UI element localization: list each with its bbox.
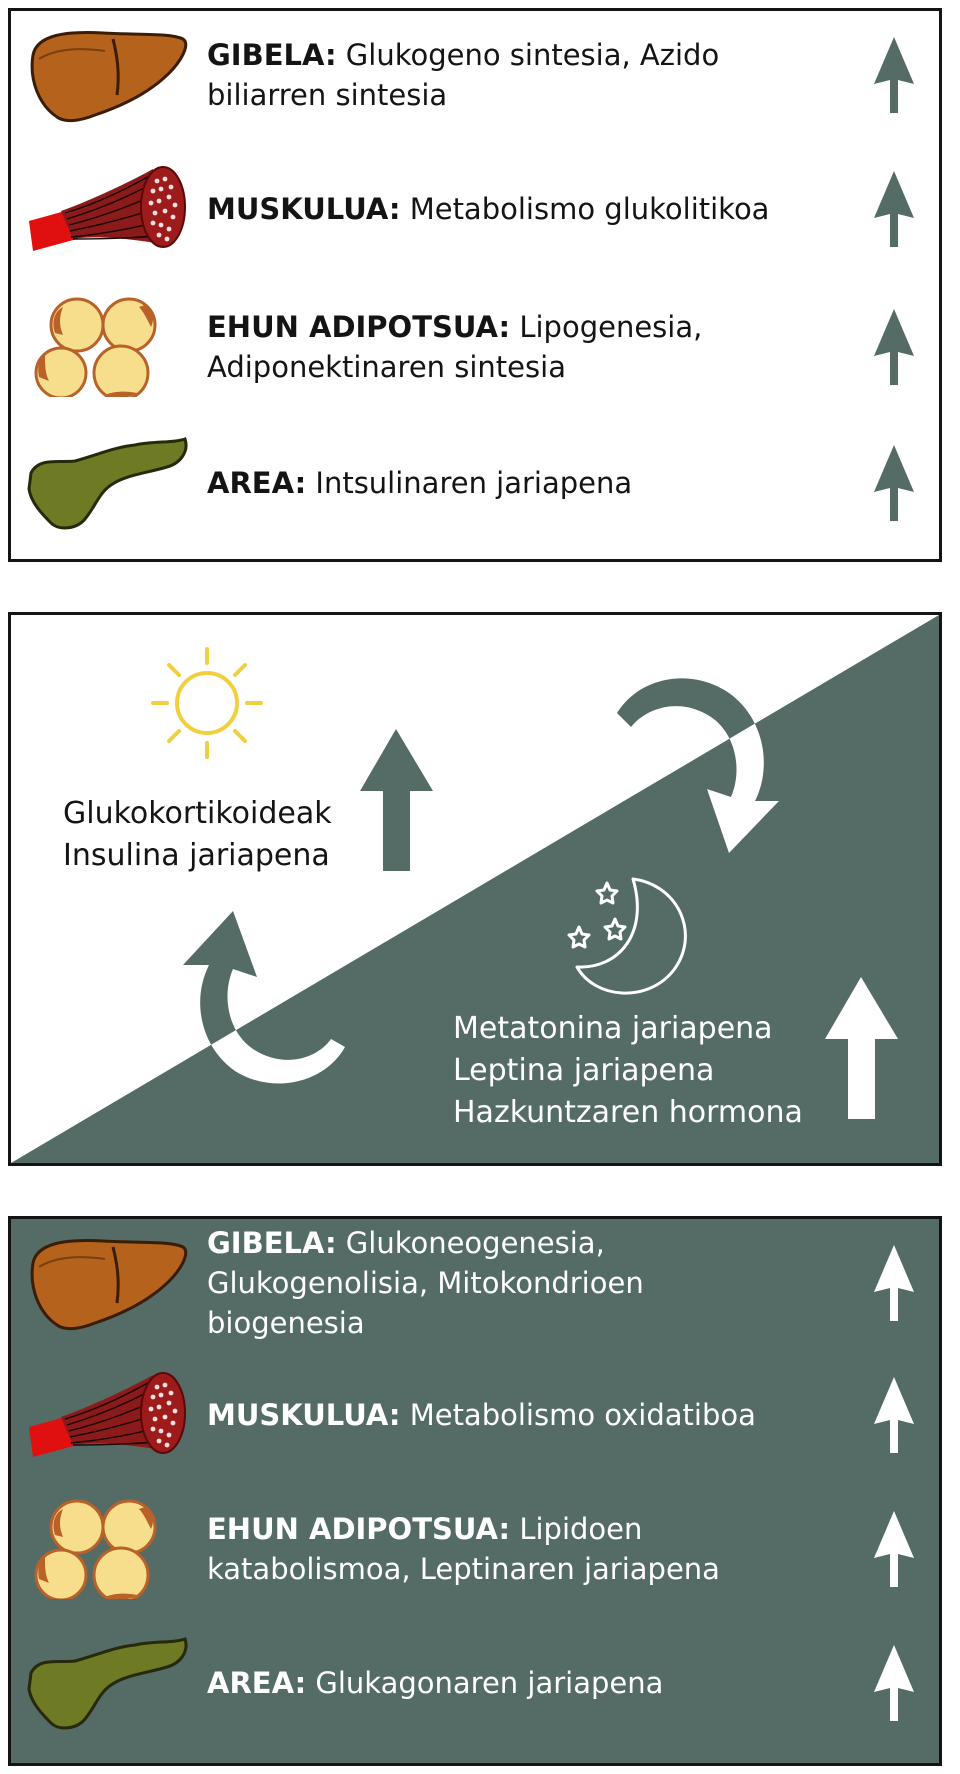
- organ-effect: Lipidoen katabolismoa, Leptinaren jariap…: [207, 1512, 720, 1586]
- liver-icon: [25, 1233, 191, 1333]
- organ-effect: Metabolismo glukolitikoa: [409, 192, 770, 226]
- night-organ-row-adipose: EHUN ADIPOTSUA: Lipidoen katabolismoa, L…: [11, 1489, 939, 1609]
- night-region: [11, 615, 939, 1163]
- day-organ-row-adipose: EHUN ADIPOTSUA: Lipogenesia, Adiponektin…: [11, 287, 939, 407]
- muscle-icon: [25, 159, 191, 259]
- organ-effect: Glukogeno sintesia, Azido biliarren sint…: [207, 38, 720, 112]
- night-hormone-line: Hazkuntzaren hormona: [453, 1095, 803, 1130]
- organ-effect: Glukagonaren jariapena: [315, 1666, 664, 1700]
- organ-name: AREA:: [207, 1666, 307, 1700]
- organ-name: EHUN ADIPOTSUA:: [207, 310, 511, 344]
- night-organs-panel: GIBELA: Glukoneogenesia, Glukogenolisia,…: [8, 1216, 942, 1766]
- organ-description: AREA: Glukagonaren jariapena: [207, 1663, 809, 1703]
- day-organ-row-muscle: MUSKULUA: Metabolismo glukolitikoa: [11, 149, 939, 269]
- liver-icon: [25, 25, 191, 125]
- organ-description: MUSKULUA: Metabolismo glukolitikoa: [207, 189, 809, 229]
- organ-effect: Lipogenesia, Adiponektinaren sintesia: [207, 310, 703, 384]
- up-arrow-icon: [871, 1508, 917, 1590]
- day-organ-row-liver: GIBELA: Glukogeno sintesia, Azido biliar…: [11, 15, 939, 135]
- organ-description: GIBELA: Glukoneogenesia, Glukogenolisia,…: [207, 1223, 809, 1343]
- organ-name: MUSKULUA:: [207, 1398, 401, 1432]
- night-hormone-line: Metatonina jariapena: [453, 1011, 773, 1046]
- adipose-tissue-icon: [25, 1499, 191, 1599]
- night-organ-row-muscle: MUSKULUA: Metabolismo oxidatiboa: [11, 1355, 939, 1475]
- up-arrow-icon: [871, 306, 917, 388]
- cycle-arrow-bottom: [183, 911, 345, 1084]
- up-arrow-icon: [871, 34, 917, 116]
- organ-effect: Metabolismo oxidatiboa: [409, 1398, 756, 1432]
- sun-icon: [151, 647, 263, 759]
- organ-name: GIBELA:: [207, 1226, 337, 1260]
- day-organ-row-pancreas: AREA: Intsulinaren jariapena: [11, 423, 939, 543]
- pancreas-icon: [25, 433, 191, 533]
- up-arrow-icon: [871, 1242, 917, 1324]
- organ-description: EHUN ADIPOTSUA: Lipidoen katabolismoa, L…: [207, 1509, 809, 1589]
- day-organs-panel: GIBELA: Glukogeno sintesia, Azido biliar…: [8, 8, 942, 562]
- up-arrow-icon: [871, 1374, 917, 1456]
- night-organ-row-liver: GIBELA: Glukoneogenesia, Glukogenolisia,…: [11, 1223, 939, 1343]
- organ-description: EHUN ADIPOTSUA: Lipogenesia, Adiponektin…: [207, 307, 809, 387]
- day-hormone-line: Glukokortikoideak: [63, 796, 332, 831]
- organ-effect: Glukoneogenesia, Glukogenolisia, Mitokon…: [207, 1226, 644, 1340]
- up-arrow-icon: [871, 442, 917, 524]
- organ-description: MUSKULUA: Metabolismo oxidatiboa: [207, 1395, 809, 1435]
- up-arrow-icon: [871, 1642, 917, 1724]
- organ-name: EHUN ADIPOTSUA:: [207, 1512, 511, 1546]
- organ-description: GIBELA: Glukogeno sintesia, Azido biliar…: [207, 35, 809, 115]
- night-hormones-text: Metatonina jariapena Leptina jariapena H…: [453, 1008, 803, 1134]
- night-organ-row-pancreas: AREA: Glukagonaren jariapena: [11, 1623, 939, 1743]
- day-night-cycle-panel: Glukokortikoideak Insulina jariapena Met…: [8, 612, 942, 1166]
- moon-stars-icon: [567, 877, 687, 995]
- day-up-arrow-icon: [360, 729, 433, 871]
- up-arrow-icon: [871, 168, 917, 250]
- day-hormone-line: Insulina jariapena: [63, 838, 330, 873]
- organ-effect: Intsulinaren jariapena: [315, 466, 633, 500]
- adipose-tissue-icon: [25, 297, 191, 397]
- organ-name: MUSKULUA:: [207, 192, 401, 226]
- organ-name: AREA:: [207, 466, 307, 500]
- day-hormones-text: Glukokortikoideak Insulina jariapena: [63, 793, 332, 877]
- cycle-diagram: [11, 615, 939, 1163]
- night-up-arrow-icon: [825, 977, 898, 1119]
- pancreas-icon: [25, 1633, 191, 1733]
- cycle-arrow-top: [617, 678, 779, 853]
- night-hormone-line: Leptina jariapena: [453, 1053, 715, 1088]
- organ-description: AREA: Intsulinaren jariapena: [207, 463, 809, 503]
- organ-name: GIBELA:: [207, 38, 337, 72]
- muscle-icon: [25, 1365, 191, 1465]
